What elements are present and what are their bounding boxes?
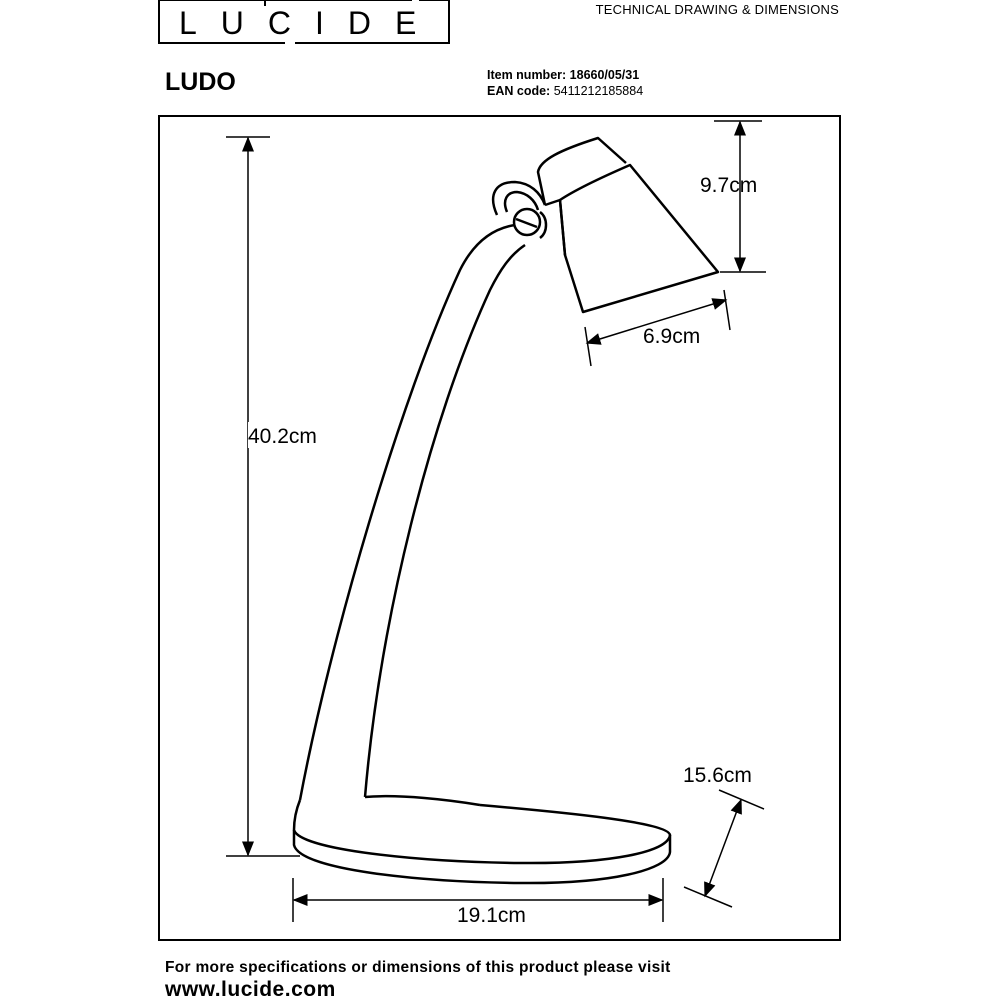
footer-text: For more specifications or dimensions of… bbox=[165, 959, 671, 976]
dim-head-height: 9.7cm bbox=[700, 174, 757, 197]
lucide-logo: LUCIDE bbox=[158, 0, 450, 44]
ean-code: 5411212185884 bbox=[553, 84, 644, 98]
dim-total-height: 40.2cm bbox=[248, 425, 317, 448]
dim-base-depth: 15.6cm bbox=[683, 764, 752, 787]
item-number: 18660/05/31 bbox=[569, 68, 640, 82]
ean-label: EAN code bbox=[487, 84, 547, 98]
dimension-lines bbox=[226, 120, 766, 922]
svg-text:LUCIDE: LUCIDE bbox=[179, 5, 440, 41]
product-name: LUDO bbox=[165, 68, 236, 96]
drawing-frame bbox=[158, 115, 841, 941]
product-meta: Item number: 18660/05/31 EAN code: 54112… bbox=[487, 68, 644, 98]
dim-base-width: 19.1cm bbox=[457, 904, 526, 927]
dim-head-width: 6.9cm bbox=[643, 325, 700, 348]
lamp-outline bbox=[292, 136, 720, 885]
document-type: TECHNICAL DRAWING & DIMENSIONS bbox=[595, 2, 839, 17]
website-link[interactable]: www.lucide.com bbox=[165, 978, 336, 1001]
item-number-label: Item number: bbox=[487, 68, 567, 82]
